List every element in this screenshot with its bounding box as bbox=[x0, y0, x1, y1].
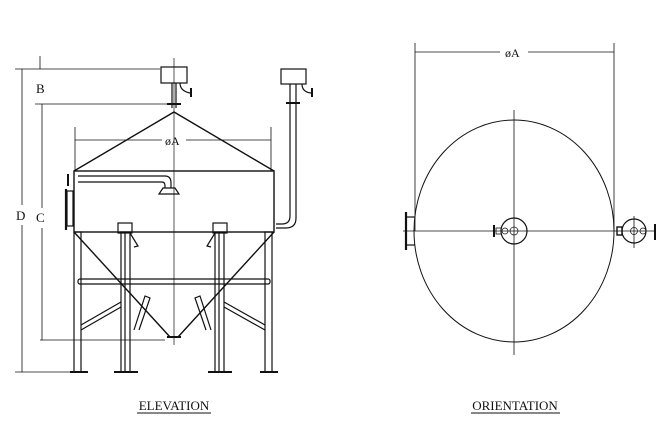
spray-pipe bbox=[67, 174, 181, 195]
dimension-a bbox=[74, 127, 272, 171]
dim-d-label: D bbox=[16, 208, 25, 223]
center-nozzle bbox=[493, 217, 528, 245]
vent-pipe bbox=[276, 68, 313, 229]
dim-a-label: øA bbox=[165, 134, 180, 148]
top-vent bbox=[160, 66, 192, 108]
orientation-dim-a-label: øA bbox=[505, 46, 520, 60]
side-nozzle bbox=[616, 216, 656, 248]
manway bbox=[64, 189, 74, 230]
orientation-title: ORIENTATION bbox=[472, 398, 558, 413]
dim-b-label: B bbox=[36, 81, 45, 96]
elevation-title: ELEVATION bbox=[139, 398, 210, 413]
dimension-c bbox=[35, 103, 168, 341]
support-legs bbox=[70, 222, 278, 373]
orientation-view: øA ORIENTATION bbox=[403, 43, 656, 414]
dim-c-label: C bbox=[36, 210, 45, 225]
elevation-view: B C D øA bbox=[15, 56, 313, 414]
manway-plan bbox=[404, 212, 415, 250]
dimension-d bbox=[15, 56, 160, 373]
